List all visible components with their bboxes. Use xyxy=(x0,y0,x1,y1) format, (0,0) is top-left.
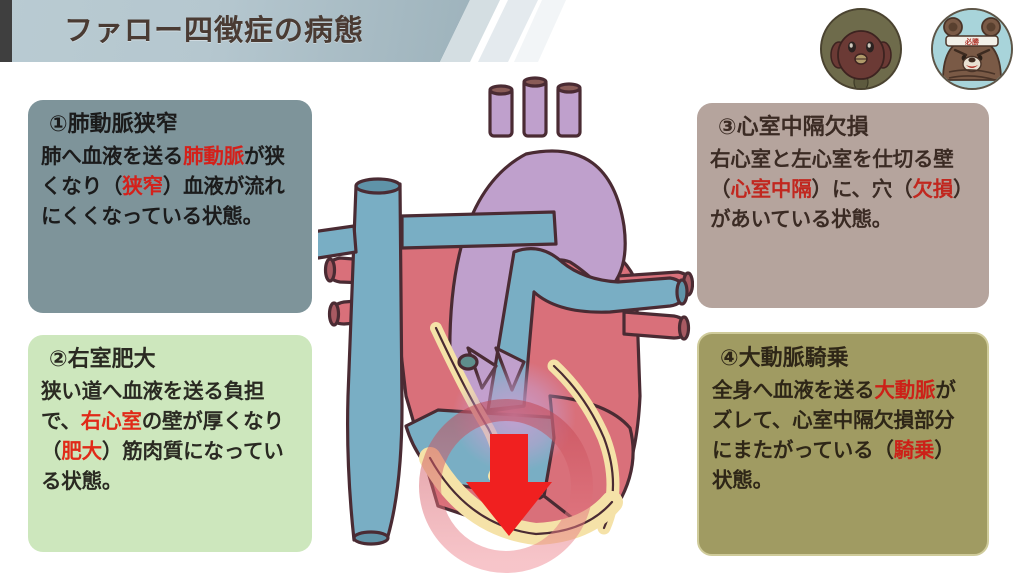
highlighted-term: 心室中隔 xyxy=(730,177,812,201)
box-heading: ②右室肥大 xyxy=(49,347,156,372)
body-text-run: ）筋肉質になっている状態。 xyxy=(41,439,284,493)
info-box-pulmonary-stenosis: ①肺動脈狭窄 肺へ血液を送る肺動脈が狭くなり（狭窄）血液が流れにくくなっている状… xyxy=(28,100,312,313)
highlighted-term: 肥大 xyxy=(61,439,102,463)
body-text-run: 全身へ血液を送る xyxy=(712,378,875,402)
body-text-run: 狭い道へ血液を送る負担で、 xyxy=(41,379,265,433)
body-text-run: ）血液が流れにくくなっている状態。 xyxy=(41,174,285,228)
blood-flow-arrow xyxy=(466,434,552,536)
body-text-run: の壁が厚くなり（ xyxy=(41,409,284,463)
box-heading: ④大動脈騎乗 xyxy=(720,346,849,371)
slide-header: ファロー四徴症の病態 xyxy=(0,0,1024,62)
body-text-run: ）状態。 xyxy=(712,438,955,492)
box-body: 肺へ血液を送る肺動脈が狭くなり（狭窄）血液が流れにくくなっている状態。 xyxy=(41,141,299,231)
bird-character-avatar xyxy=(820,8,902,90)
box-heading: ①肺動脈狭窄 xyxy=(49,112,178,137)
highlighted-term: 大動脈 xyxy=(874,378,936,402)
highlighted-term: 欠損 xyxy=(912,177,954,201)
body-text-run: 肺へ血液を送る xyxy=(41,144,184,168)
highlighted-term: 肺動脈 xyxy=(183,144,245,168)
header-left-edge xyxy=(0,0,12,62)
box-body: 狭い道へ血液を送る負担で、右心室の壁が厚くなり（肥大）筋肉質になっている状態。 xyxy=(41,376,299,496)
info-box-overriding-aorta: ④大動脈騎乗 全身へ血液を送る大動脈がズレて、心室中隔欠損部分にまたがっている（… xyxy=(697,332,989,556)
body-text-run: 右心室と左心室を仕切る壁（ xyxy=(710,147,954,201)
highlighted-term: 狭窄 xyxy=(122,174,163,198)
body-text-run: ）に、穴（ xyxy=(811,177,913,201)
page-title: ファロー四徴症の病態 xyxy=(64,13,365,47)
defect-highlight-ring xyxy=(419,399,593,573)
body-text-run: ）があいている状態。 xyxy=(710,177,974,231)
box-body: 全身へ血液を送る大動脈がズレて、心室中隔欠損部分にまたがっている（騎乗）状態。 xyxy=(712,375,974,495)
svg-text:必勝: 必勝 xyxy=(964,37,980,46)
body-text-run: が狭くなり（ xyxy=(41,144,285,198)
highlighted-term: 右心室 xyxy=(80,409,142,433)
highlighted-term: 騎乗 xyxy=(893,438,935,462)
body-text-run: がズレて、心室中隔欠損部分にまたがっている（ xyxy=(712,378,956,462)
bear-character-avatar: 必勝 xyxy=(931,8,1013,90)
info-box-ventricular-septal-defect: ③心室中隔欠損 右心室と左心室を仕切る壁（心室中隔）に、穴（欠損）があいている状… xyxy=(697,103,989,308)
box-heading: ③心室中隔欠損 xyxy=(718,115,869,140)
header-band xyxy=(0,0,470,62)
info-box-right-ventricular-hypertrophy: ②右室肥大 狭い道へ血液を送る負担で、右心室の壁が厚くなり（肥大）筋肉質になって… xyxy=(28,335,312,552)
box-body: 右心室と左心室を仕切る壁（心室中隔）に、穴（欠損）があいている状態。 xyxy=(710,144,976,234)
heart-anatomy-illustration xyxy=(318,66,694,574)
